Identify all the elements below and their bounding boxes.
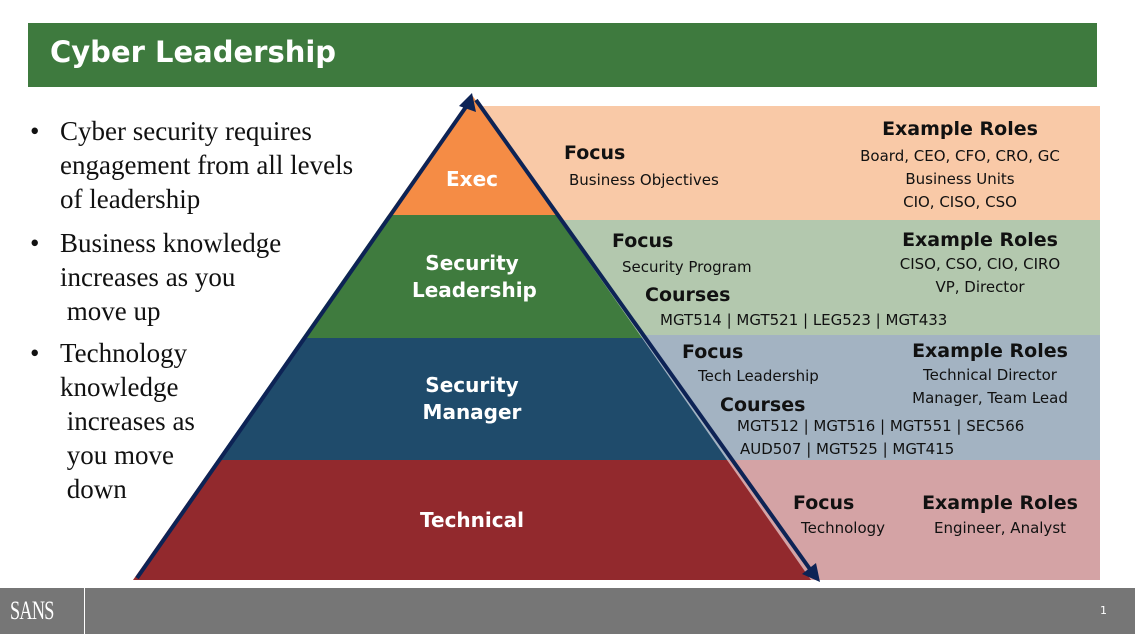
exec-panel	[470, 106, 1100, 220]
manager-focus-heading: Focus	[682, 341, 744, 363]
slide-title: Cyber Leadership	[50, 35, 337, 69]
page-number: 1	[1100, 604, 1107, 617]
footer-divider	[84, 588, 85, 634]
leadership-courses-heading: Courses	[645, 284, 731, 306]
technical-focus-heading: Focus	[793, 492, 855, 514]
leadership-focus: Security Program	[622, 258, 752, 276]
leadership-courses: MGT514 | MGT521 | LEG523 | MGT433	[660, 311, 948, 329]
title-bar: Cyber Leadership	[28, 23, 1097, 87]
manager-tier	[217, 338, 727, 460]
leadership-focus-heading: Focus	[612, 230, 674, 252]
leadership-roles-heading: Example Roles	[902, 229, 1058, 251]
technical-focus: Technology	[801, 519, 886, 537]
technical-roles-heading: Example Roles	[922, 492, 1078, 514]
manager-focus: Tech Leadership	[698, 367, 819, 385]
technical-tier	[133, 460, 811, 580]
exec-roles-heading: Example Roles	[882, 118, 1038, 140]
up-arrow	[135, 102, 470, 580]
footer-bar	[0, 588, 1135, 634]
sans-logo: SANS	[10, 596, 54, 625]
down-arrowhead	[802, 563, 820, 582]
tier-label-leadership: Security Leadership	[412, 251, 537, 302]
down-arrow	[474, 98, 814, 574]
bullet-1: •Cyber security requires engagement from…	[30, 116, 354, 214]
tier-label-technical: Technical	[420, 508, 524, 532]
tier-label-manager: Security Manager	[422, 373, 522, 424]
exec-tier	[388, 95, 556, 215]
exec-focus: Business Objectives	[569, 171, 719, 189]
bullet-3: •Technology knowledge increases as you m…	[30, 338, 195, 504]
manager-courses-heading: Courses	[720, 394, 806, 416]
bullet-2: •Business knowledge increases as you mov…	[30, 228, 282, 326]
leadership-tier	[302, 215, 642, 338]
technical-roles: Engineer, Analyst	[933, 519, 1067, 537]
up-arrowhead	[459, 93, 476, 112]
manager-roles-heading: Example Roles	[912, 340, 1068, 362]
exec-focus-heading: Focus	[564, 142, 626, 164]
tier-label-exec: Exec	[446, 167, 498, 191]
